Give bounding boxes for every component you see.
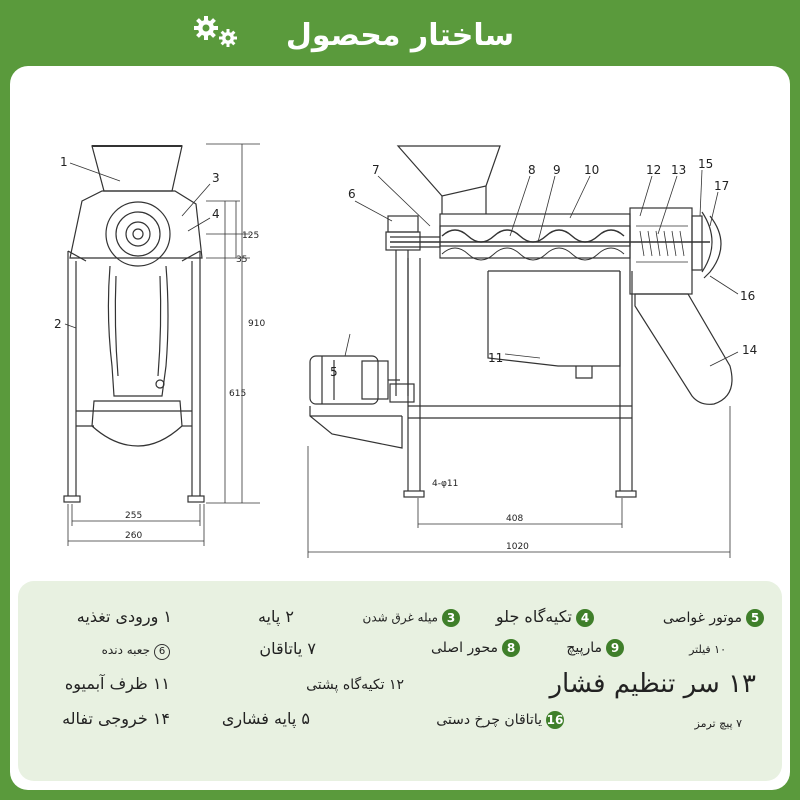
- callout-13: 13: [671, 163, 686, 177]
- legend-brake-screw: ۷ پیچ ترمز: [694, 717, 743, 730]
- dim-35: 35: [236, 255, 247, 265]
- legend-filter: ۱۰ فیلتر: [689, 643, 726, 656]
- badge-16: 16: [546, 711, 564, 729]
- callout-2: 2: [54, 317, 62, 331]
- dim-260: 260: [125, 531, 142, 541]
- badge-3: 3: [442, 609, 460, 627]
- dim-255: 255: [125, 511, 142, 521]
- callout-5: 5: [330, 365, 338, 379]
- callout-4: 4: [212, 207, 220, 221]
- parts-legend: 5موتور غواصی 4تکیه‌گاه جلو 3میله غرق شدن…: [18, 581, 782, 781]
- legend-handwheel-bearing: 16یاتاقان چرخ دستی: [436, 711, 564, 729]
- dim-1020: 1020: [506, 542, 529, 552]
- label-phi11: 4-φ11: [432, 479, 458, 489]
- callout-17: 17: [714, 179, 729, 193]
- badge-5: 5: [746, 609, 764, 627]
- legend-front-support: 4تکیه‌گاه جلو: [496, 607, 594, 627]
- badge-9: 9: [606, 639, 624, 657]
- legend-motor: 5موتور غواصی: [663, 609, 764, 627]
- badge-8: 8: [502, 639, 520, 657]
- legend-main-shaft: 8محور اصلی: [431, 639, 520, 657]
- callout-6: 6: [348, 187, 356, 201]
- callout-15: 15: [698, 157, 713, 171]
- page-title: ساختار محصول: [285, 18, 515, 53]
- legend-press-stand: ۵ پایه فشاری: [221, 709, 310, 728]
- legend-bearing: ۷ یاتاقان: [259, 639, 316, 658]
- callout-16: 16: [740, 289, 755, 303]
- content-panel: 1 2 3 4 910 615 125 35 255 260 5 6 7 8 9…: [10, 66, 790, 790]
- callout-10: 10: [584, 163, 599, 177]
- legend-pressure-head: ۱۳ سر تنظیم فشار: [549, 669, 756, 699]
- legend-screw: 9مارپیچ: [566, 639, 624, 657]
- legend-stand: ۲ پایه: [257, 607, 294, 626]
- legend-back-support: ۱۲ تکیه‌گاه پشتی: [306, 677, 404, 693]
- legend-residue-outlet: ۱۴ خروجی تفاله: [62, 709, 170, 728]
- badge-4: 4: [576, 608, 594, 627]
- header: ساختار محصول: [0, 0, 800, 68]
- legend-juice-container: ۱۱ ظرف آبمیوه: [64, 674, 170, 693]
- callout-12: 12: [646, 163, 661, 177]
- dim-125: 125: [242, 231, 259, 241]
- callout-8: 8: [528, 163, 536, 177]
- legend-feed-inlet: ۱ ورودی تغذیه: [76, 607, 172, 626]
- callout-9: 9: [553, 163, 561, 177]
- side-view: [307, 145, 739, 558]
- callout-1: 1: [60, 155, 68, 169]
- legend-gearbox: 6جعبه دنده: [102, 643, 170, 660]
- callout-7: 7: [372, 163, 380, 177]
- machine-drawing: 1 2 3 4 910 615 125 35 255 260 5 6 7 8 9…: [54, 143, 757, 558]
- callout-3: 3: [212, 171, 220, 185]
- callout-14: 14: [742, 343, 757, 357]
- callout-11: 11: [488, 351, 503, 365]
- gears-icon: [194, 16, 237, 47]
- circle-6: 6: [154, 644, 170, 660]
- dim-910: 910: [248, 319, 265, 329]
- dim-408: 408: [506, 514, 523, 524]
- front-view: [63, 143, 260, 546]
- legend-sink-rod: 3میله غرق شدن: [363, 609, 460, 627]
- dim-615: 615: [229, 389, 246, 399]
